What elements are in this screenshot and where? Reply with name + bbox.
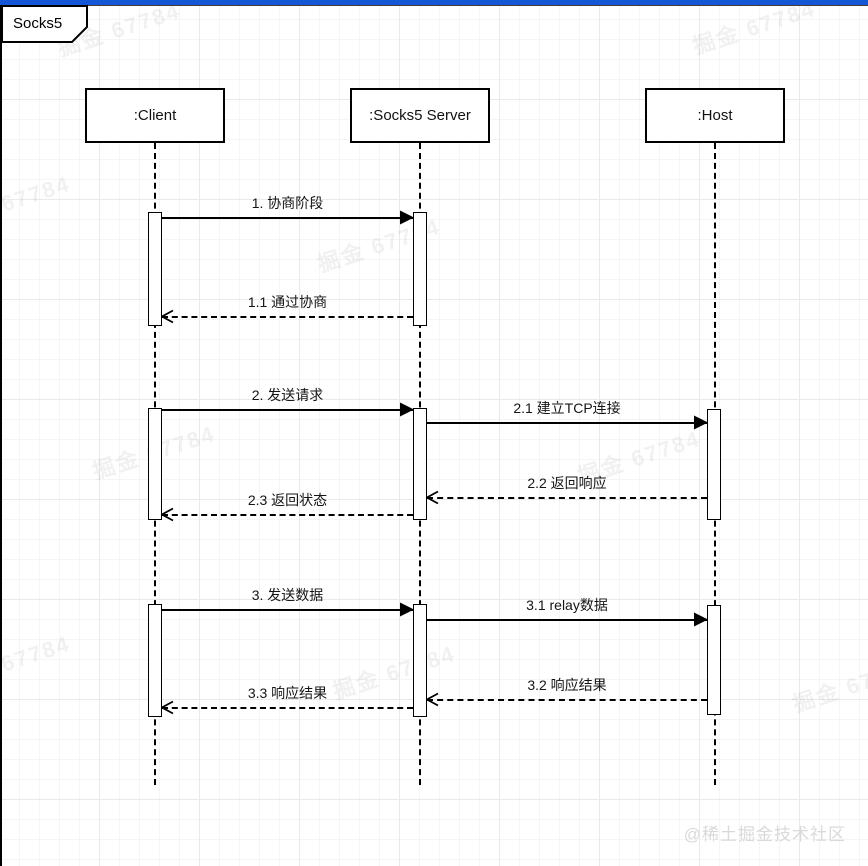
message-3-2-line bbox=[427, 699, 707, 701]
top-accent-bar bbox=[0, 0, 868, 5]
message-1-line bbox=[162, 217, 413, 219]
filled-arrowhead-icon bbox=[694, 612, 708, 627]
actor-socks5-server: :Socks5 Server bbox=[350, 88, 490, 143]
frame-left-border bbox=[0, 0, 2, 866]
open-arrowhead-icon bbox=[161, 700, 174, 715]
filled-arrowhead-icon bbox=[694, 415, 708, 430]
open-arrowhead-icon bbox=[161, 507, 174, 522]
frame-title: Socks5 bbox=[13, 14, 63, 32]
message-1-1-label: 1.1 通过协商 bbox=[247, 294, 328, 310]
message-2-1-label: 2.1 建立TCP连接 bbox=[513, 400, 621, 416]
filled-arrowhead-icon bbox=[400, 602, 414, 617]
message-2-2-label: 2.2 返回响应 bbox=[527, 475, 607, 491]
watermark-tile: 掘金 67784 bbox=[0, 170, 74, 234]
message-3-3-line bbox=[162, 707, 413, 709]
open-arrowhead-icon bbox=[426, 490, 439, 505]
activation-client-3 bbox=[148, 604, 162, 717]
open-arrowhead-icon bbox=[161, 309, 174, 324]
actor-host: :Host bbox=[645, 88, 785, 143]
filled-arrowhead-icon bbox=[400, 402, 414, 417]
actor-client: :Client bbox=[85, 88, 225, 143]
message-1-label: 1. 协商阶段 bbox=[251, 195, 324, 211]
watermark-tile: 掘金 67784 bbox=[0, 630, 74, 694]
watermark-tile: 掘金 67784 bbox=[789, 653, 868, 717]
message-2-3-line bbox=[162, 514, 413, 516]
message-3-line bbox=[162, 609, 413, 611]
message-2-2-line bbox=[427, 497, 707, 499]
message-1-1-line bbox=[162, 316, 413, 318]
credit-watermark: @稀土掘金技术社区 bbox=[683, 825, 846, 844]
message-3-1-label: 3.1 relay数据 bbox=[526, 597, 608, 613]
activation-client-2 bbox=[148, 408, 162, 520]
watermark-tile: 掘金 67784 bbox=[689, 0, 819, 59]
frame-top-border bbox=[0, 5, 868, 6]
activation-host-2 bbox=[707, 409, 721, 520]
message-2-1-line bbox=[427, 422, 707, 424]
message-2-line bbox=[162, 409, 413, 411]
activation-client-1 bbox=[148, 212, 162, 326]
open-arrowhead-icon bbox=[426, 692, 439, 707]
message-3-3-label: 3.3 响应结果 bbox=[247, 685, 328, 701]
frame-title-tab: Socks5 bbox=[1, 5, 89, 44]
frame-tab-shape bbox=[1, 5, 88, 43]
message-2-3-label: 2.3 返回状态 bbox=[247, 492, 328, 508]
activation-host-3 bbox=[707, 605, 721, 715]
message-2-label: 2. 发送请求 bbox=[251, 387, 324, 403]
message-3-2-label: 3.2 响应结果 bbox=[527, 677, 607, 693]
filled-arrowhead-icon bbox=[400, 210, 414, 225]
message-3-1-line bbox=[427, 619, 707, 621]
activation-server-2 bbox=[413, 408, 427, 520]
activation-server-1 bbox=[413, 212, 427, 326]
message-3-label: 3. 发送数据 bbox=[251, 587, 324, 603]
activation-server-3 bbox=[413, 604, 427, 717]
